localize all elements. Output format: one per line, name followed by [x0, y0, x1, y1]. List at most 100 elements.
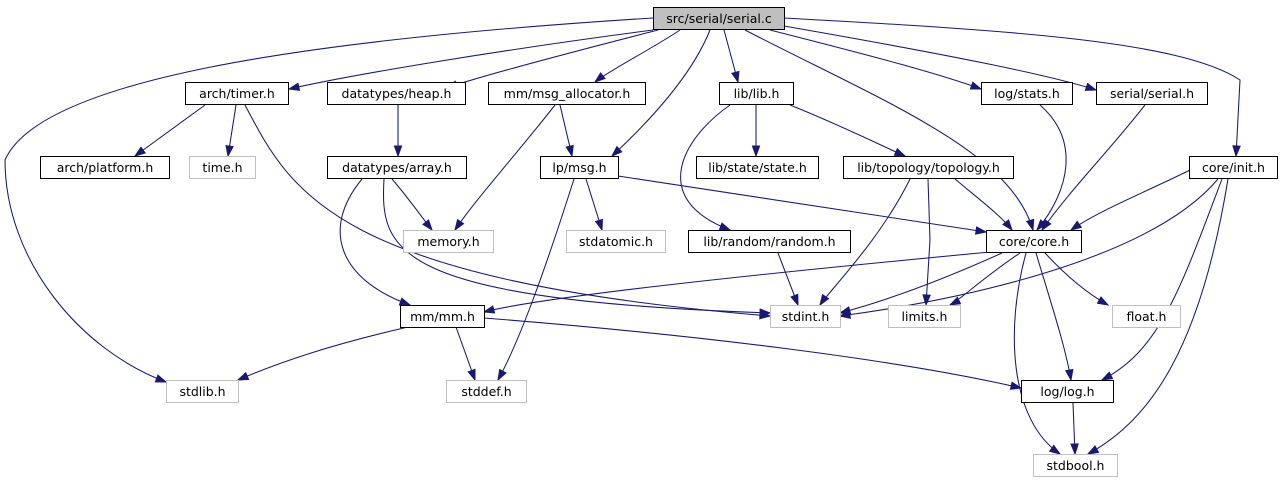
- edge-heap-to-array: [393, 105, 403, 158]
- edge-msg_alloc-to-memory_h: [454, 104, 556, 232]
- node-serial-c[interactable]: src/serial/serial.c: [653, 7, 785, 30]
- node-core-init[interactable]: core/init.h: [1189, 156, 1278, 179]
- node-label: arch/timer.h: [199, 86, 275, 101]
- node-label: lib/state/state.h: [708, 160, 807, 175]
- node-stdbool[interactable]: stdbool.h: [1033, 454, 1118, 477]
- node-log-stats[interactable]: log/stats.h: [981, 82, 1073, 105]
- node-label: src/serial/serial.c: [666, 11, 772, 26]
- edge-serial_c-to-heap: [445, 29, 659, 89]
- node-label: memory.h: [417, 234, 479, 249]
- edge-core_core-to-stdint: [838, 252, 1003, 315]
- edge-core_core-to-float_h: [1044, 252, 1110, 306]
- node-box: [1189, 156, 1278, 179]
- node-box: [1021, 380, 1114, 403]
- node-stdint[interactable]: stdint.h: [770, 305, 841, 328]
- node-state[interactable]: lib/state/state.h: [696, 156, 819, 179]
- edge-topology-to-core_core: [954, 178, 1013, 232]
- node-box: [446, 380, 527, 403]
- edge-array-to-mm_mm: [339, 178, 412, 306]
- edge-core_init-to-core_core: [1069, 169, 1191, 231]
- node-arch-platform[interactable]: arch/platform.h: [40, 156, 170, 179]
- node-label: lib/random/random.h: [703, 234, 835, 249]
- edge-serial_h-to-core_core: [1041, 104, 1146, 232]
- edge-serial_c-to-arch_timer: [287, 29, 654, 91]
- node-box: [653, 7, 785, 30]
- node-label: stdatomic.h: [579, 234, 653, 249]
- node-box: [888, 305, 961, 328]
- node-serial-h[interactable]: serial/serial.h: [1096, 82, 1208, 105]
- node-stdatomic[interactable]: stdatomic.h: [566, 230, 666, 253]
- node-memory-h[interactable]: memory.h: [403, 230, 494, 253]
- node-label: lib/lib.h: [734, 86, 780, 101]
- edge-core_core-to-log_log: [1035, 252, 1074, 382]
- node-box: [981, 82, 1073, 105]
- node-label: log/log.h: [1040, 384, 1094, 399]
- edge-serial_c-to-core_core: [744, 29, 1035, 232]
- node-lp-msg[interactable]: lp/msg.h: [540, 156, 619, 179]
- node-label: time.h: [202, 160, 242, 175]
- edge-arch_timer-to-arch_platform: [133, 104, 206, 157]
- node-box: [189, 156, 256, 179]
- node-time-h[interactable]: time.h: [189, 156, 256, 179]
- node-core-core[interactable]: core/core.h: [986, 230, 1082, 253]
- node-label: stdint.h: [782, 309, 830, 324]
- node-label: lp/msg.h: [552, 160, 606, 175]
- node-heap[interactable]: datatypes/heap.h: [327, 82, 466, 105]
- node-label: mm/msg_allocator.h: [504, 86, 631, 101]
- edge-serial_c-to-stdlib: [4, 17, 654, 383]
- node-box: [40, 156, 170, 179]
- node-limits[interactable]: limits.h: [888, 305, 961, 328]
- edge-core_init-to-stdbool: [1086, 178, 1229, 455]
- node-box: [986, 230, 1082, 253]
- node-box: [327, 82, 466, 105]
- node-random[interactable]: lib/random/random.h: [688, 230, 851, 253]
- edge-lp_msg-to-stddef: [497, 178, 575, 382]
- node-label: stdlib.h: [179, 384, 225, 399]
- node-box: [327, 156, 467, 179]
- edge-mm_mm-to-log_log: [483, 317, 1023, 390]
- edge-topology-to-limits: [922, 178, 931, 307]
- edge-arch_timer-to-time_h: [225, 104, 237, 158]
- node-lib-lib[interactable]: lib/lib.h: [719, 82, 794, 105]
- node-array[interactable]: datatypes/array.h: [327, 156, 467, 179]
- node-label: serial/serial.h: [1110, 86, 1194, 101]
- node-label: mm/mm.h: [410, 309, 475, 324]
- edge-topology-to-stdint: [819, 178, 911, 307]
- node-label: datatypes/array.h: [342, 160, 452, 175]
- node-box: [1033, 454, 1118, 477]
- edge-arch_timer-to-stdint: [244, 104, 772, 320]
- edge-msg_alloc-to-lp_msg: [559, 104, 574, 158]
- edge-mm_mm-to-stdlib: [236, 326, 409, 381]
- edge-lib_lib-to-state: [751, 105, 761, 158]
- edge-log_stats-to-core_core: [1036, 104, 1067, 232]
- node-log-log[interactable]: log/log.h: [1021, 380, 1114, 403]
- node-label: limits.h: [902, 309, 948, 324]
- node-box: [696, 156, 819, 179]
- edge-random-to-stdint: [777, 252, 799, 307]
- node-topology[interactable]: lib/topology/topology.h: [843, 156, 1014, 179]
- node-box: [1096, 82, 1208, 105]
- edge-mm_mm-to-stddef: [455, 326, 476, 382]
- node-stdlib[interactable]: stdlib.h: [166, 380, 239, 403]
- edge-lib_lib-to-topology: [789, 104, 907, 157]
- node-msg-alloc[interactable]: mm/msg_allocator.h: [488, 82, 646, 105]
- node-box: [1112, 305, 1181, 328]
- node-float-h[interactable]: float.h: [1112, 305, 1181, 328]
- edge-serial_c-to-lib_lib: [723, 29, 740, 84]
- node-label: log/stats.h: [994, 86, 1060, 101]
- node-box: [166, 380, 239, 403]
- node-box: [540, 156, 619, 179]
- node-arch-timer[interactable]: arch/timer.h: [185, 82, 289, 105]
- node-box: [688, 230, 851, 253]
- edge-array-to-memory_h: [391, 178, 433, 232]
- edges-layer: [4, 17, 1241, 456]
- node-box: [185, 82, 289, 105]
- node-label: stddef.h: [461, 384, 511, 399]
- node-mm-mm[interactable]: mm/mm.h: [400, 305, 485, 328]
- edge-core_init-to-log_log: [1100, 178, 1223, 381]
- edge-serial_c-to-serial_h: [783, 25, 1098, 91]
- edge-log_log-to-stdbool: [1070, 402, 1079, 456]
- node-stddef[interactable]: stddef.h: [446, 380, 527, 403]
- node-box: [400, 305, 485, 328]
- node-label: core/core.h: [999, 234, 1069, 249]
